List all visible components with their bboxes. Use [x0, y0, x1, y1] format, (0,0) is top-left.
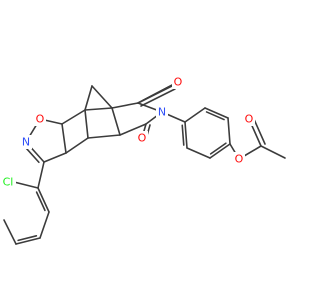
- bond-c4b-c7: [84, 109, 89, 139]
- atom-o-carbonyl: O: [243, 112, 255, 126]
- bond-ph3-second: [17, 235, 38, 242]
- bond-c3a-c4b: [65, 137, 89, 154]
- bond-c8-o-a: [137, 85, 173, 104]
- bond-c4b-c5: [87, 134, 121, 139]
- bond-c4-c8: [111, 102, 139, 109]
- atom-o-imide-bottom: O: [136, 131, 148, 145]
- bond-c3-c3a: [43, 152, 67, 163]
- svg-text:O: O: [245, 113, 254, 126]
- bond-c8-o-b: [140, 88, 176, 107]
- bond-c3-ph: [37, 161, 45, 189]
- svg-text:O: O: [235, 153, 244, 166]
- atom-cl: Cl: [0, 175, 16, 189]
- bond-ar5: [186, 147, 211, 159]
- bond-c5-c4: [111, 107, 121, 136]
- bond-c7a-c7: [61, 109, 86, 125]
- atom-n-imide: N: [156, 105, 168, 119]
- bond-ph-cl: [13, 181, 39, 189]
- bond-ph4: [3, 219, 17, 245]
- bond-ph1-second: [35, 191, 46, 212]
- atom-o-isoxazoline: O: [34, 112, 46, 126]
- bond-ar4: [209, 143, 231, 159]
- bond-ph2: [39, 211, 50, 239]
- svg-text:O: O: [174, 76, 183, 89]
- bond-n-c3-second: [24, 146, 40, 164]
- bond-ar4-second: [209, 142, 227, 155]
- atom-n-isoxazoline: N: [20, 135, 32, 149]
- bond-ar1: [184, 107, 206, 123]
- bond-ar3: [227, 117, 231, 145]
- svg-text:Cl: Cl: [3, 176, 14, 189]
- atom-label-layer: O N O O N O O Cl: [0, 75, 255, 189]
- bond-c7-c4-inner: [84, 107, 113, 111]
- molecule-structure: O N O O N O O Cl: [0, 75, 286, 245]
- bond-ph1: [37, 187, 50, 213]
- svg-text:O: O: [36, 113, 45, 126]
- bond-ar6: [184, 121, 188, 149]
- bond-c7-bridge: [84, 85, 93, 111]
- svg-text:N: N: [158, 106, 166, 119]
- bond-ar2: [204, 107, 229, 119]
- bond-ph3: [15, 237, 41, 245]
- atom-o-imide-top: O: [172, 75, 184, 89]
- bond-c-me: [260, 145, 286, 159]
- bond-c3a-c7a: [61, 123, 67, 154]
- svg-text:O: O: [138, 132, 147, 145]
- bond-c5-c6: [119, 123, 147, 136]
- bond-ar6-second: [181, 124, 185, 146]
- atom-o-ester: O: [233, 152, 245, 166]
- bond-bridge-c4: [91, 85, 113, 109]
- svg-text:N: N: [22, 136, 30, 149]
- bond-ar2-second: [205, 111, 225, 121]
